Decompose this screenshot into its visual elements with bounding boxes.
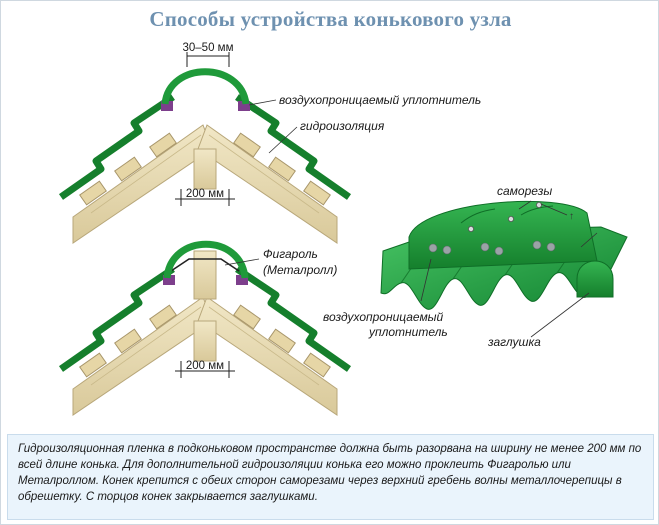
svg-text:↑: ↑ (569, 211, 574, 222)
ridge-cap-3d (408, 200, 598, 270)
sealant-3d-label-line1: воздухопроницаемый (323, 310, 444, 324)
waterproofing-label: гидроизоляция (300, 119, 385, 133)
figarol-tape (170, 258, 240, 272)
ridge-diagram: 30–50 мм 200 мм воздухопроницаемый уплот… (58, 42, 628, 416)
figarol-label-line2: (Металролл) (263, 263, 337, 277)
bottom-ridge-section: 200 мм Фигароль (Металролл) (58, 240, 352, 416)
figarol-label-line1: Фигароль (263, 247, 318, 261)
caption-box: Гидроизоляционная пленка в подконьковом … (7, 434, 654, 520)
top-ridge-cap (161, 68, 250, 105)
top-right-sealant (238, 101, 250, 111)
bottom-ridge-cap (163, 240, 249, 279)
bottom-left-sealant (163, 275, 175, 285)
top-ridge-section: 30–50 мм 200 мм воздухопроницаемый уплот… (58, 42, 481, 244)
end-cap-label: заглушка (487, 335, 541, 349)
caption-text: Гидроизоляционная пленка в подконьковом … (18, 443, 642, 503)
screws (467, 201, 543, 232)
ridge-3d-detail: ↑ саморезы воздухопроницаемый уплотнител… (323, 184, 628, 349)
bottom-right-sealant (236, 275, 248, 285)
top-width-dimension-label: 200 мм (186, 188, 224, 200)
top-sealant-label: воздухопроницаемый уплотнитель (279, 93, 481, 107)
end-cap (576, 260, 614, 298)
page-title: Способы устройства конькового узла (149, 7, 512, 31)
screws-label: саморезы (497, 184, 552, 198)
sealant-strip-3d (428, 240, 556, 256)
top-left-sealant (161, 101, 173, 111)
bottom-width-dimension-label: 200 мм (186, 360, 224, 372)
gap-dimension-label: 30–50 мм (183, 42, 234, 54)
sealant-3d-label-line2: уплотнитель (368, 325, 448, 339)
